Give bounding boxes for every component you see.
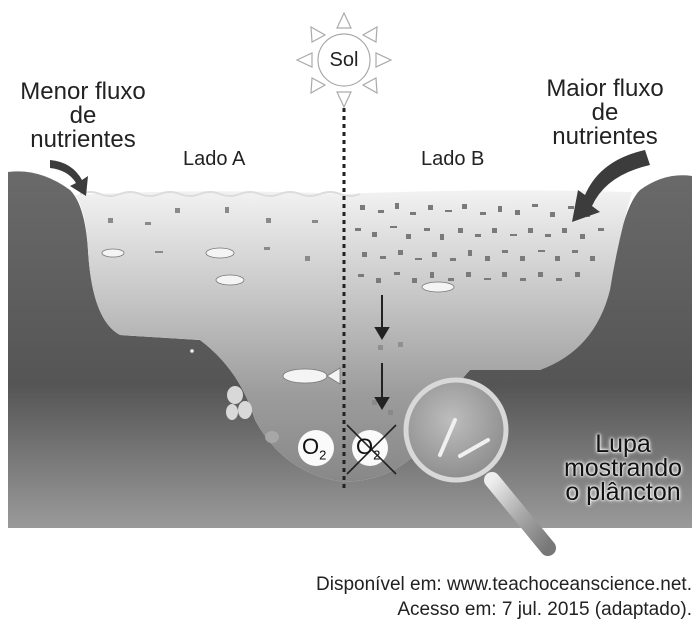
side-a-label: Lado A <box>183 148 246 170</box>
oxygen-a-symbol: O <box>302 434 320 459</box>
magnifier-label: Lupa mostrando o plâncton <box>558 430 688 506</box>
caption-line-1: Disponível em: www.teachoceanscience.net… <box>316 574 692 595</box>
oxygen-b-subscript: 2 <box>373 447 381 463</box>
arrow-high-flux <box>572 150 650 222</box>
high-flux-line-3: nutrientes <box>552 123 658 150</box>
magnifier-line-3: o plâncton <box>565 478 681 506</box>
magnifier-line-2: mostrando <box>563 454 683 482</box>
low-flux-line-1: Menor fluxo <box>20 78 146 105</box>
oxygen-a-label: O2 <box>302 434 326 462</box>
source-caption: Disponível em: www.teachoceanscience.net… <box>192 572 692 622</box>
high-flux-line-2: de <box>591 99 619 126</box>
coral <box>226 386 279 443</box>
cross-icon <box>346 424 397 475</box>
magnifier-icon <box>403 377 556 556</box>
low-flux-line-2: de <box>69 102 97 129</box>
high-flux-label: Maior fluxo de nutrientes <box>530 77 680 149</box>
oxygen-b-label: O2 <box>356 434 380 462</box>
caption-line-2: Acesso em: 7 jul. 2015 (adaptado). <box>397 599 692 620</box>
oxygen-a-subscript: 2 <box>319 447 327 463</box>
sinking-arrows <box>374 295 390 410</box>
low-flux-line-3: nutrientes <box>30 126 136 153</box>
sun-label: Sol <box>329 49 359 71</box>
low-flux-label: Menor fluxo de nutrientes <box>8 80 158 152</box>
side-b-label: Lado B <box>421 148 485 170</box>
high-flux-line-1: Maior fluxo <box>546 75 664 102</box>
oxygen-b-symbol: O <box>356 434 374 459</box>
plankton-sparse <box>108 207 318 261</box>
arrow-low-flux <box>50 160 88 196</box>
fish-group <box>101 247 455 385</box>
sun-icon <box>295 11 393 109</box>
magnifier-line-1: Lupa <box>595 430 651 458</box>
oxygen-a-circle <box>298 430 334 466</box>
